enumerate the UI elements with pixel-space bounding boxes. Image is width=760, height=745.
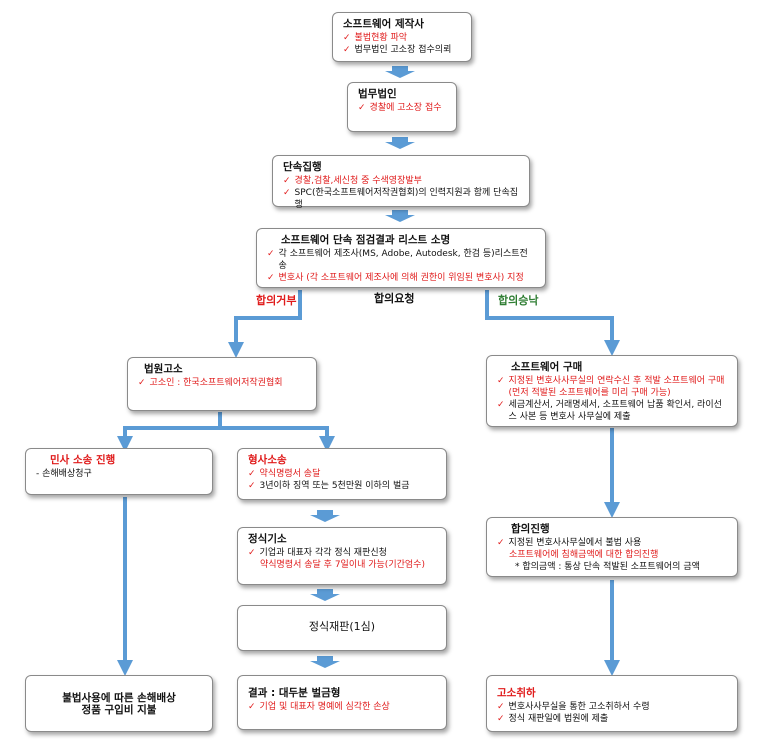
list-item-text: 고소인 : 한국소프트웨어저작권협회 xyxy=(149,378,283,388)
box-damages: 불법사용에 따른 손해배상 정품 구입비 지불 xyxy=(25,675,213,732)
list-item: ✓3년이하 징역 또는 5천만원 이하의 벌금 xyxy=(248,480,436,492)
check-icon: ✓ xyxy=(248,469,256,479)
reject-branch-line xyxy=(228,290,302,358)
list-item: ✓경찰,검찰,세신청 중 수색영장발부 xyxy=(283,175,519,187)
accept-branch-line xyxy=(485,290,620,356)
list-item: ✓기업 및 대표자 명예에 심각한 손상 xyxy=(248,701,436,713)
block-arrow-1 xyxy=(385,66,415,78)
box-title: 법원고소 xyxy=(144,363,183,375)
box-title: 고소취하 xyxy=(497,687,536,699)
box-title: 정품 구입비 지불 xyxy=(81,703,157,716)
list-item: ✓기업과 대표자 각각 정식 재판신청 xyxy=(248,547,436,559)
box-title: 법무법인 xyxy=(358,88,397,100)
box-inspection-result: 소프트웨어 단속 점검결과 리스트 소명 ✓각 소프트웨어 제조사(MS, Ad… xyxy=(256,228,546,288)
box-title: 정식기소 xyxy=(248,533,287,545)
box-title: 정식재판(1심) xyxy=(308,620,376,633)
box-civil-suit: 민사 소송 진행 - 손해배상청구 xyxy=(25,448,213,495)
check-icon: ✓ xyxy=(267,249,275,259)
box-verdict: 결과 : 대두분 벌금형 ✓기업 및 대표자 명예에 심각한 손상 xyxy=(237,675,447,730)
list-item-text: 법무법인 고소장 접수의뢰 xyxy=(354,45,452,55)
box-software-maker: 소프트웨어 제작사 ✓불법현황 파악 ✓법무법인 고소장 접수의뢰 xyxy=(332,12,472,62)
list-item-text: 소프트웨어에 침해금액에 대한 합의진행 xyxy=(509,550,659,560)
check-icon: ✓ xyxy=(248,548,256,558)
box-title: 불법사용에 따른 손해배상 xyxy=(62,691,176,704)
box-title: 결과 : 대두분 벌금형 xyxy=(248,687,341,699)
check-icon: ✓ xyxy=(497,702,505,712)
list-item-text: 경찰에 고소장 접수 xyxy=(369,103,442,113)
list-item: ✓SPC(한국소프트웨어저작권협회)의 인력지원과 함께 단속집행 xyxy=(283,187,519,211)
list-item-text: 불법현황 파악 xyxy=(354,33,408,43)
court-criminal-line xyxy=(218,412,335,452)
list-item-text: 정식 재판일에 법원에 제출 xyxy=(508,714,609,724)
list-item: ✓지정된 변호사사무실에서 불법 사용 xyxy=(497,537,727,549)
check-icon: ✓ xyxy=(248,702,256,712)
list-item: ✓정식 재판일에 법원에 제출 xyxy=(497,713,727,725)
list-item-text: 지정된 변호사사무실에서 불법 사용 xyxy=(508,538,642,548)
list-item-text: 기업 및 대표자 명예에 심각한 손상 xyxy=(259,702,390,712)
check-icon: ✓ xyxy=(343,33,351,43)
box-software-purchase: 소프트웨어 구매 ✓지정된 변호사사무실의 연락수신 후 적발 소프트웨어 구매… xyxy=(486,355,738,427)
box-court-complaint: 법원고소 ✓고소인 : 한국소프트웨어저작권협회 xyxy=(127,357,317,411)
list-item-text: 각 소프트웨어 제조사(MS, Adobe, Autodesk, 한검 등)리스… xyxy=(278,249,528,271)
check-icon: ✓ xyxy=(283,176,291,186)
list-item: ✓지정된 변호사사무실의 연락수신 후 적발 소프트웨어 구매 (먼저 적발된 … xyxy=(497,375,727,399)
list-item: ✓세금계산서, 거래명세서, 소프트웨어 납품 확인서, 라이선스 사본 등 변… xyxy=(497,399,727,423)
list-item: ✓변호사 (각 소프트웨어 제조사에 의해 권한이 위임된 변호사) 지정 xyxy=(267,272,535,284)
box-title: 소프트웨어 단속 점검결과 리스트 소명 xyxy=(281,234,451,246)
list-item: ✓경찰에 고소장 접수 xyxy=(358,102,446,114)
box-title: 단속집행 xyxy=(283,161,322,173)
box-title: 합의진행 xyxy=(511,523,550,535)
box-formal-trial: 정식재판(1심) xyxy=(237,605,447,651)
block-arrows xyxy=(310,66,415,668)
box-criminal-suit: 형사소송 ✓약식명령서 송달 ✓3년이하 징역 또는 5천만원 이하의 벌금 xyxy=(237,448,447,500)
box-title: 민사 소송 진행 xyxy=(50,454,116,466)
box-title: 소프트웨어 구매 xyxy=(511,361,583,373)
court-civil-line xyxy=(117,412,222,452)
check-icon: ✓ xyxy=(497,538,505,548)
check-icon: ✓ xyxy=(343,45,351,55)
box-settlement: 합의진행 ✓지정된 변호사사무실에서 불법 사용 소프트웨어에 침해금액에 대한… xyxy=(486,517,738,577)
check-icon: ✓ xyxy=(138,378,146,388)
list-item-text: 세금계산서, 거래명세서, 소프트웨어 납품 확인서, 라이선스 사본 등 변호… xyxy=(508,400,722,422)
box-title: 소프트웨어 제작사 xyxy=(343,18,424,30)
list-item-text: 기업과 대표자 각각 정식 재판신청 xyxy=(259,548,387,558)
list-item: ✓법무법인 고소장 접수의뢰 xyxy=(343,44,461,56)
list-item-text: 변호사사무실을 통한 고소취하서 수령 xyxy=(508,702,650,712)
list-item: ✓각 소프트웨어 제조사(MS, Adobe, Autodesk, 한검 등)리… xyxy=(267,248,535,272)
block-arrow-3 xyxy=(385,210,415,222)
check-icon: ✓ xyxy=(497,376,505,386)
check-icon: ✓ xyxy=(497,400,505,410)
list-item-text: 3년이하 징역 또는 5천만원 이하의 벌금 xyxy=(259,481,410,491)
list-item-text: - 손해배상청구 xyxy=(36,469,92,479)
check-icon: ✓ xyxy=(267,273,275,283)
label-request: 합의요청 xyxy=(374,292,415,305)
list-item-text: 변호사 (각 소프트웨어 제조사에 의해 권한이 위임된 변호사) 지정 xyxy=(278,273,524,283)
list-item-text: * 합의금액 : 통상 단속 적발된 소프트웨어의 금액 xyxy=(515,562,700,572)
check-icon: ✓ xyxy=(358,103,366,113)
list-item: ✓변호사사무실을 통한 고소취하서 수령 xyxy=(497,701,727,713)
box-crackdown: 단속집행 ✓경찰,검찰,세신청 중 수색영장발부 ✓SPC(한국소프트웨어저작권… xyxy=(272,155,530,210)
box-formal-indictment: 정식기소 ✓기업과 대표자 각각 정식 재판신청 약식명령서 송달 후 7일이내… xyxy=(237,527,447,585)
block-arrow-6 xyxy=(310,656,340,668)
box-law-firm: 법무법인 ✓경찰에 고소장 접수 xyxy=(347,82,457,132)
list-item-text: SPC(한국소프트웨어저작권협회)의 인력지원과 함께 단속집행 xyxy=(294,188,519,210)
note-text: 약식명령서 송달 후 7일이내 가능(기간엄수) xyxy=(260,560,425,570)
label-reject: 합의거부 xyxy=(256,294,297,307)
check-icon: ✓ xyxy=(497,714,505,724)
box-title: 형사소송 xyxy=(248,454,287,466)
block-arrow-4 xyxy=(310,510,340,522)
check-icon: ✓ xyxy=(283,188,291,198)
list-item-text: 지정된 변호사사무실의 연락수신 후 적발 소프트웨어 구매 (먼저 적발된 소… xyxy=(508,376,725,398)
block-arrow-2 xyxy=(385,137,415,149)
list-item-text: 경찰,검찰,세신청 중 수색영장발부 xyxy=(294,176,422,186)
block-arrow-5 xyxy=(310,589,340,601)
list-item: ✓불법현황 파악 xyxy=(343,32,461,44)
box-complaint-withdrawal: 고소취하 ✓변호사사무실을 통한 고소취하서 수령 ✓정식 재판일에 법원에 제… xyxy=(486,675,738,732)
list-item: ✓약식명령서 송달 xyxy=(248,468,436,480)
label-accept: 합의승낙 xyxy=(498,294,539,307)
check-icon: ✓ xyxy=(248,481,256,491)
list-item: ✓고소인 : 한국소프트웨어저작권협회 xyxy=(138,377,306,389)
list-item-text: 약식명령서 송달 xyxy=(259,469,321,479)
